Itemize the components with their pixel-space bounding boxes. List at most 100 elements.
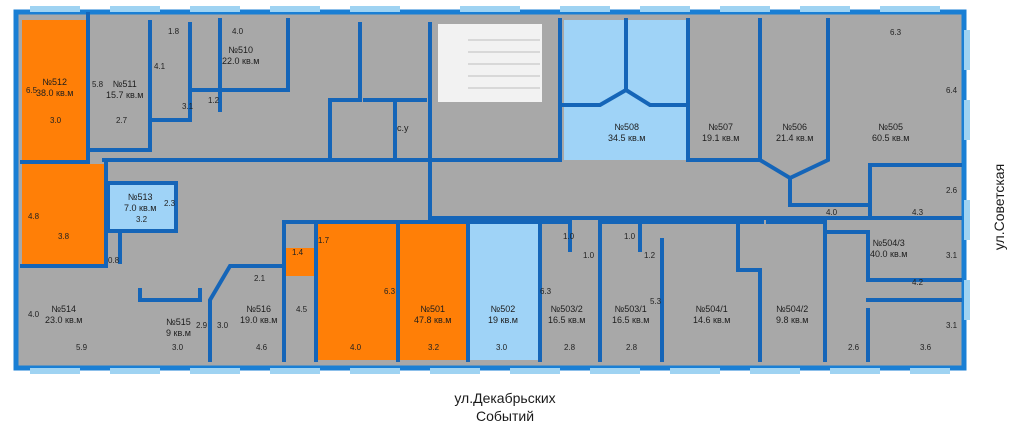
dimension-label: 5.8 [92, 80, 104, 89]
room-501-area: 47.8 кв.м [414, 315, 452, 325]
room-514-area: 23.0 кв.м [45, 315, 83, 325]
room-511-area: 15.7 кв.м [106, 90, 144, 100]
dimension-label: 2.8 [626, 343, 638, 352]
dimension-label: 5.9 [76, 343, 88, 352]
dimension-label: 6.3 [890, 28, 902, 37]
street-name-right: ул.Советская [991, 163, 1007, 251]
dimension-label: 3.1 [946, 321, 958, 330]
room-513[interactable] [108, 183, 176, 231]
dimension-label: 3.0 [172, 343, 184, 352]
room-506-number: №506 [782, 122, 808, 132]
street-name-bottom-line1: ул.Декабрьских [454, 390, 556, 406]
dimension-label: 1.4 [292, 248, 304, 257]
room-503-1-number: №503/1 [614, 304, 647, 314]
room-501[interactable] [316, 222, 468, 360]
interior-walls [20, 12, 962, 362]
dimension-label: 6.4 [946, 86, 958, 95]
room-504-1-number: №504/1 [695, 304, 728, 314]
dimension-label: 1.7 [318, 236, 330, 245]
room-505-number: №505 [878, 122, 904, 132]
dimension-label: 4.0 [826, 208, 838, 217]
room-504-3-area: 40.0 кв.м [870, 249, 908, 259]
dimension-label: 4.8 [28, 212, 40, 221]
dimension-label: 1.0 [583, 251, 595, 260]
dimension-label: 1.0 [563, 232, 575, 241]
room-511-number: №511 [112, 79, 137, 89]
dimension-label: 0.8 [108, 256, 120, 265]
dimension-label: 1.2 [644, 251, 656, 260]
room-501-corner[interactable] [286, 248, 316, 276]
dimension-label: 3.1 [946, 251, 958, 260]
dimension-label: 1.2 [208, 96, 220, 105]
room-504-3-number: №504/3 [872, 238, 905, 248]
street-name-bottom-line2: Событий [475, 408, 535, 424]
stairs [438, 24, 542, 102]
room-512-number: №512 [42, 77, 68, 87]
room-504-2-number: №504/2 [776, 304, 809, 314]
room-507-number: №507 [708, 122, 734, 132]
room-506-area: 21.4 кв.м [776, 133, 814, 143]
dimension-label: 2.6 [946, 186, 958, 195]
dimension-label: 4.6 [256, 343, 268, 352]
dimension-label: 6.5 [26, 86, 38, 95]
restroom-number: с.у [397, 123, 409, 133]
room-515-area: 9 кв.м [166, 328, 191, 338]
dimension-label: 1.8 [168, 27, 180, 36]
dimension-label: 5.3 [650, 297, 662, 306]
room-502-area: 19 кв.м [488, 315, 518, 325]
room-508-number: №508 [614, 122, 640, 132]
room-512[interactable] [22, 20, 88, 162]
room-501-number: №501 [420, 304, 446, 314]
room-502[interactable] [470, 222, 538, 360]
dimension-label: 2.3 [164, 199, 176, 208]
room-510-number: №510 [228, 45, 254, 55]
dimension-label: 4.1 [154, 62, 166, 71]
room-516-area: 19.0 кв.м [240, 315, 278, 325]
dimension-label: 4.0 [350, 343, 362, 352]
stair-treads [468, 39, 540, 89]
room-502-number: №502 [490, 304, 516, 314]
room-512-lower[interactable] [22, 164, 106, 266]
room-513-number: №513 [127, 192, 153, 202]
dimension-label: 3.1 [182, 102, 194, 111]
dimension-label: 6.3 [540, 287, 552, 296]
dimension-label: 2.1 [254, 274, 266, 283]
dimension-label: 2.8 [564, 343, 576, 352]
dimension-label: 3.6 [920, 343, 932, 352]
room-503-2-area: 16.5 кв.м [548, 315, 586, 325]
dimension-label: 3.8 [58, 232, 70, 241]
room-513-area: 7.0 кв.м [124, 203, 157, 213]
dimension-label: 4.0 [28, 310, 40, 319]
room-514-number: №514 [51, 304, 77, 314]
dimension-label: 2.9 [196, 321, 208, 330]
dimension-label: 3.0 [217, 321, 229, 330]
room-507-area: 19.1 кв.м [702, 133, 740, 143]
room-515-number: №515 [166, 317, 191, 327]
dimension-label: 3.2 [136, 215, 148, 224]
street-name-bottom: ул.Декабрьских Событий [430, 389, 580, 425]
restroom-label: с.у [397, 123, 409, 134]
dimension-label: 4.0 [232, 27, 244, 36]
dimension-label: 4.5 [296, 305, 308, 314]
dimension-label: 4.2 [912, 278, 924, 287]
dimension-label: 6.3 [384, 287, 396, 296]
room-504-1-area: 14.6 кв.м [693, 315, 731, 325]
room-508-area: 34.5 кв.м [608, 133, 646, 143]
